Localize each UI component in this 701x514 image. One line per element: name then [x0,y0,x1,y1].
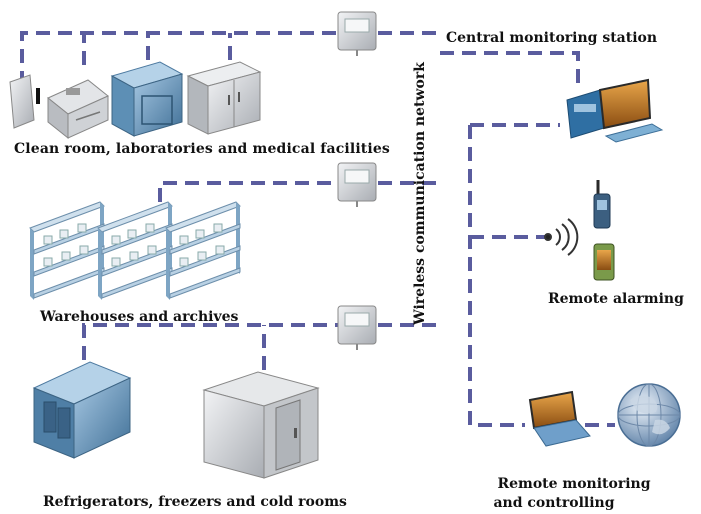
label-remote-monitoring-line1: Remote monitoring [497,476,651,492]
shelf-rack-icon [97,201,173,300]
lab-cabinet-icon [47,79,109,140]
network-line-central [440,51,580,85]
network-trunk-right [468,125,525,427]
refrigerator-icon [32,361,132,459]
mobile-phone-icon [593,243,615,281]
data-logger-icon [337,305,377,350]
wireless-signal-icon [544,218,579,256]
label-clean-room: Clean room, laboratories and medical fac… [14,141,390,157]
walkie-talkie-icon [593,180,611,229]
label-wireless-network: Wireless communication network [412,62,428,325]
incubator-icon [110,61,184,137]
network-lines [20,31,615,427]
label-remote-monitoring-line2: and controlling [493,495,615,511]
wall-sensor-icon [9,74,40,129]
data-logger-icon [337,11,377,56]
shelf-rack-icon [165,201,241,300]
label-warehouses: Warehouses and archives [40,309,239,325]
data-logger-icon [337,162,377,207]
cold-room-icon [202,371,320,479]
label-central-monitoring-station: Central monitoring station [446,30,658,46]
label-cold-rooms: Refrigerators, freezers and cold rooms [43,494,347,510]
network-line-warehouse [158,181,338,202]
desktop-computer-icon [566,78,664,143]
network-line-top-left [20,31,338,85]
laptop-icon [528,390,591,447]
label-remote-alarming: Remote alarming [548,291,684,307]
stainless-cabinet-icon [186,61,262,135]
network-line-cold [82,323,338,360]
shelf-rack-icon [29,201,105,300]
globe-icon [617,383,681,447]
